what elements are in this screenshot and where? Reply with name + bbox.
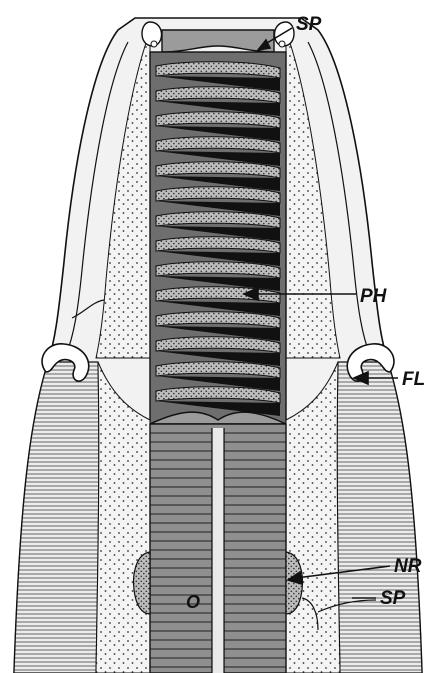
label-o: O xyxy=(186,592,200,612)
label-sp-bottom: SP xyxy=(380,588,406,609)
label-fl: FL xyxy=(402,369,425,390)
body-wall-left-lower xyxy=(14,362,99,673)
label-ph: PH xyxy=(360,286,388,307)
body-wall-right-lower xyxy=(337,362,422,673)
label-sp-top: SP xyxy=(296,14,322,35)
label-nr: NR xyxy=(394,556,422,577)
